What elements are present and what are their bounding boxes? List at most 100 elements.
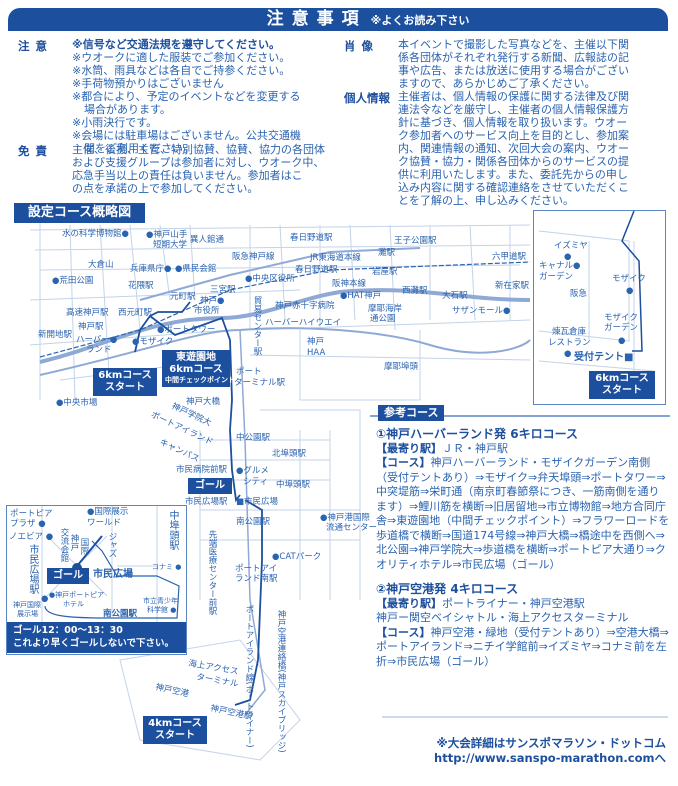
inset-label: ガーデン (539, 272, 574, 282)
footer: ※大会詳細はサンスポマラソン・ドットコム http://www.sanspo-m… (434, 736, 666, 766)
hankyu-line (139, 247, 421, 301)
map-label: ●ポートタワー (157, 325, 216, 335)
map-label: 兵庫県庁● (130, 264, 172, 274)
start-inset-map: イズミヤ キャナル● ガーデン ● 阪急 モザイク ● モザイク ガーデン ● … (533, 210, 666, 405)
privacy-label: 個人情報 (344, 91, 390, 105)
header-subtitle: ※よくお読み下さい (370, 14, 470, 27)
privacy-line: ク協賛・協力・関係各団体からのサービスの提 (398, 155, 629, 168)
caution-text: ※信号など交通法規を遵守してください。 ※ウオークに適した服装でご参加ください。… (72, 38, 301, 155)
disclaimer-line: および支援グループは参加者に対し、ウオーク中、 (72, 156, 325, 169)
inset-label: 展示場 (17, 610, 38, 618)
notice-header: 注意事項※よくお読み下さい (8, 8, 668, 31)
inset-label: ● (564, 349, 572, 359)
map-label: 岩屋駅 (372, 267, 398, 277)
portrait-line: 係各団体がそれぞれ発行する新聞、広報誌の記 (398, 51, 629, 64)
map-label: ハーバー● (76, 335, 118, 345)
inset-label: レストラン (548, 338, 591, 348)
privacy-line: 針に基づき、個人情報を取り扱います。ウオー (398, 116, 628, 129)
reception-tent-label: 受付テント■ (574, 352, 634, 363)
inset-label: モザイク (604, 313, 638, 323)
map-label: ●HAT神戸 (340, 291, 382, 301)
route-4km (234, 499, 263, 706)
map-label: 貿易センター駅 (252, 296, 262, 356)
station-value-2: 神戸ー関空ベイシャトル・海上アクセスターミナル (376, 611, 629, 624)
checkpoint-note: 中間チェックポイント (165, 376, 235, 384)
course-label: 【コース】 (376, 625, 431, 639)
map-label: 王子公園駅 (394, 236, 437, 246)
inset-label: 煉瓦倉庫 (552, 327, 587, 337)
map-label: ●神戸山手 (146, 230, 188, 240)
map-label: 神戸大橋 (186, 397, 221, 407)
footer-note: ※大会詳細はサンスポマラソン・ドットコム (436, 736, 666, 750)
inset-label: ●国際展示 (87, 507, 129, 517)
privacy-line: 内、関連情報の通知、次回大会の案内、ウオー (398, 142, 629, 155)
map-label: 中埠頭駅 (276, 480, 311, 490)
map-label: ●神戸港国際 (320, 513, 370, 523)
caution-line: 関をご利用ください。 (84, 142, 194, 155)
map-label: 三宮駅 (210, 285, 236, 295)
disclaimer-line: の点を承諾の上で参加してください。 (72, 182, 259, 195)
map-title: 設定コース概略図 (14, 203, 145, 223)
goal-time: ゴール12：00〜13：30 (13, 625, 123, 636)
map-label: 阪急神戸線 (232, 252, 275, 262)
privacy-line: とを了解の上、申し込みください。 (398, 194, 574, 207)
portrait-line: ますので、あらかじめご了承ください。 (398, 77, 596, 90)
inset-label: ●神戸ポートピア (49, 591, 105, 599)
course-routes (134, 301, 263, 706)
harbor-highway (39, 327, 531, 376)
checkpoint-course: 6kmコース (169, 364, 223, 375)
map-label: ●中央区役所 (245, 274, 295, 284)
start-label: スタート (105, 382, 145, 393)
portrait-label: 肖像 (344, 39, 379, 53)
privacy-line: 込み内容に関する確認連絡をさせていただくこ (398, 181, 629, 194)
start-4km-box: 4kmコーススタート (143, 716, 207, 744)
portrait-line: 本イベントで撮影した写真などを、主催以下関 (398, 38, 629, 51)
map-label: 新開地駅 (38, 330, 73, 340)
caution-line: ※都合により、予定のイベントなどを変更する (72, 90, 301, 103)
privacy-text: 主催者は、個人情報の保護に関する法律及び関 連法令などを厳守し、主催者の個人情報… (398, 90, 629, 207)
course-title: ①神戸ハーバーランド発 6キロコース (376, 427, 578, 441)
map-label: 春日野道駅 (290, 233, 333, 243)
privacy-line: 連法令などを厳守し、主催者の個人情報保護方 (398, 103, 629, 116)
goal-box: ゴール (188, 478, 232, 494)
map-label: 中公園駅 (236, 433, 271, 443)
caution-label: 注意 (18, 39, 53, 53)
map-label: 神戸 (307, 337, 325, 347)
station-label: 【最寄り駅】 (376, 441, 442, 455)
inset-label: ● (626, 286, 634, 296)
map-label: ターミナル駅 (234, 378, 286, 388)
map-label: 春日野道駅 (295, 265, 338, 275)
map-label: ランド (86, 345, 112, 355)
map-label: ランド南駅 (235, 574, 278, 584)
map-label: 阪神本線 (332, 279, 367, 289)
header-title: 注意事項 (266, 9, 367, 29)
inset-label: プラザ ● (10, 519, 46, 529)
map-label: 大倉山 (88, 260, 114, 270)
course-description: 神戸ハーバーランド・モザイクガーデン南側（受付テントあり）⇒モザイク⇒弁天埠頭⇒… (376, 456, 670, 571)
inset-label: 神戸 (69, 534, 79, 551)
map-label: 北埠頭駅 (272, 449, 307, 459)
portrait-line: 事や広告、または放送に使用する場合がござい (398, 64, 629, 77)
course-title: ②神戸空港発 4キロコース (376, 582, 519, 596)
map-label: JR東海道本線 (310, 253, 361, 263)
map-label: ポート (236, 367, 262, 377)
reference-title: 参考コース (378, 405, 445, 421)
station-value: ポートライナー・神戸空港駅 (442, 596, 585, 610)
inset-label: キャナル● (539, 261, 581, 271)
map-label: ポートアイ (235, 564, 278, 574)
inset-label: ガーデン (604, 323, 639, 333)
map-label: ハーバーハイウエイ (265, 318, 342, 328)
caution-line: ※水筒、雨具などは各自でご持参ください。 (72, 64, 291, 77)
map-label: 神戸● (200, 296, 225, 306)
inset-label: 国際 (79, 538, 89, 555)
inset-label: ホテル (63, 600, 84, 608)
footer-url[interactable]: http://www.sanspo-marathon.comへ (434, 751, 666, 765)
map-label: 六甲道駅 (492, 252, 527, 262)
route-6km (134, 301, 241, 503)
caution-line: ※小雨決行です。 (72, 116, 158, 129)
inset-label: 神戸国際 (13, 601, 41, 609)
inset-label: ● (618, 336, 626, 346)
